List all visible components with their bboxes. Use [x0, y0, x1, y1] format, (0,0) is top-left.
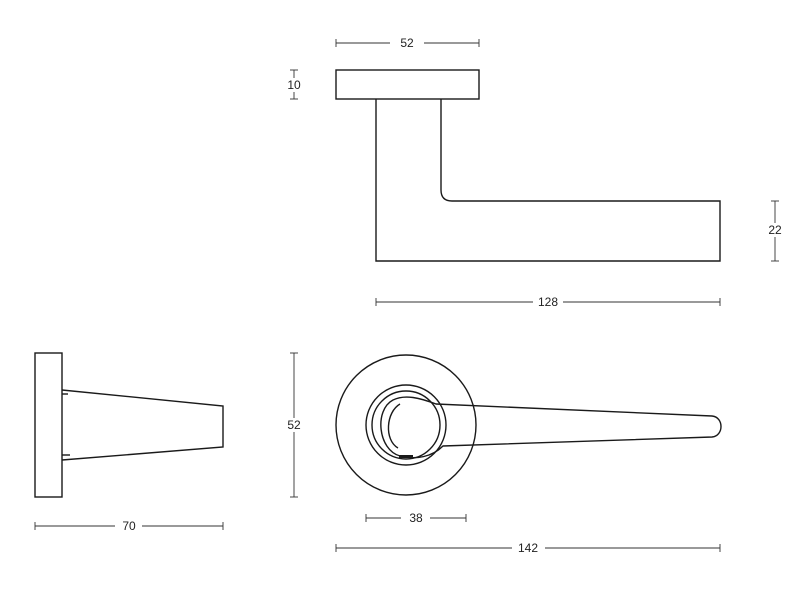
front-rose-inner [365, 384, 447, 466]
dim-label-spindle-diameter: 38 [409, 511, 423, 525]
dim-rose-width: 52 [335, 36, 480, 50]
dim-label-overall-length: 142 [518, 541, 538, 555]
side-view: 70 [34, 352, 224, 533]
dim-spindle-diameter: 38 [365, 511, 467, 525]
front-collar [371, 390, 441, 460]
dim-lever-height: 22 [764, 200, 786, 262]
front-lever-outline [380, 396, 722, 459]
dim-label-lever-height: 22 [768, 223, 782, 237]
dim-side-length: 70 [34, 519, 224, 533]
dim-lever-length: 128 [375, 295, 721, 309]
dim-label-rose-width: 52 [400, 36, 414, 50]
dim-rose-thickness: 10 [284, 69, 304, 100]
top-lever-body [375, 99, 721, 262]
top-rose-plate [335, 69, 480, 100]
front-rose-outer [335, 354, 477, 496]
dim-label-rose-diameter: 52 [287, 418, 301, 432]
dim-overall-length: 142 [335, 541, 721, 555]
front-view: 52 38 142 [283, 352, 722, 555]
dim-label-lever-length: 128 [538, 295, 558, 309]
dim-label-rose-thickness: 10 [287, 78, 301, 92]
dim-rose-diameter: 52 [283, 352, 305, 498]
dim-label-side-length: 70 [122, 519, 136, 533]
top-view: 52 10 22 128 [284, 36, 786, 309]
side-lever-taper [61, 389, 224, 461]
front-locking-slot [399, 455, 413, 458]
side-rose-plate [34, 352, 63, 498]
